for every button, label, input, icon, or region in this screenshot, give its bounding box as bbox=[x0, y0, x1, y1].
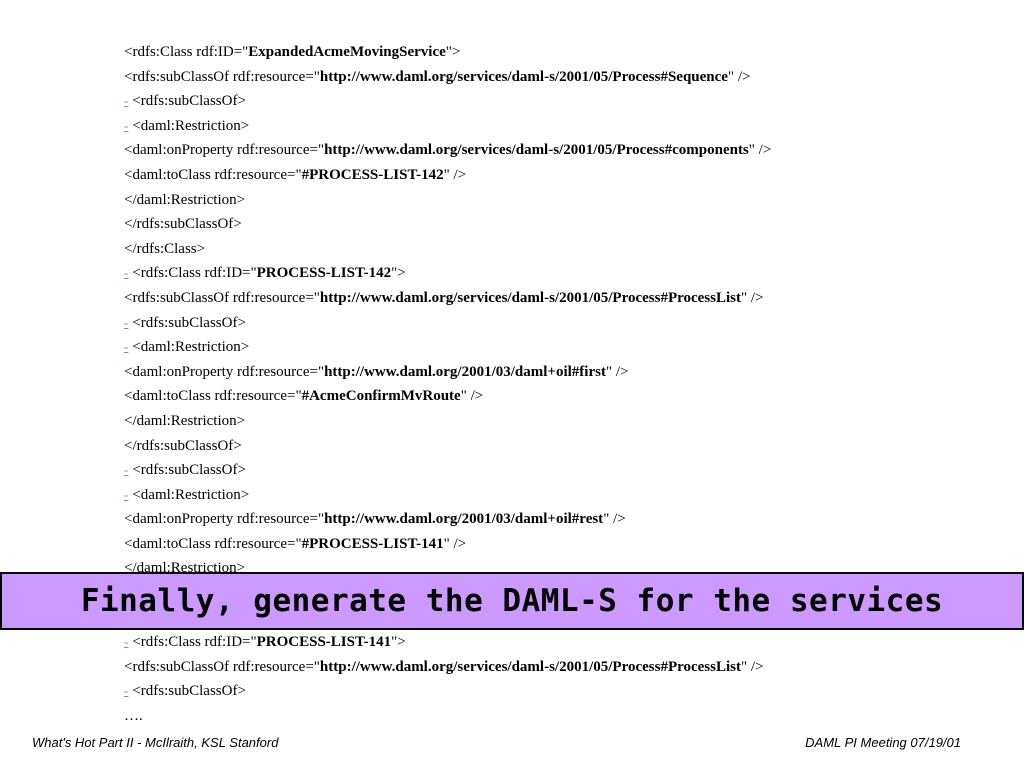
collapse-toggle[interactable]: - bbox=[124, 339, 129, 355]
code-text: <daml:onProperty rdf:resource=" bbox=[124, 142, 325, 159]
collapse-toggle[interactable]: - bbox=[124, 634, 129, 650]
code-text-end: " /> bbox=[443, 535, 467, 552]
code-text: <rdfs:subClassOf rdf:resource=" bbox=[124, 289, 320, 306]
code-line: <daml:onProperty rdf:resource="http://ww… bbox=[124, 360, 771, 385]
code-line: …. bbox=[124, 704, 771, 729]
code-line: <daml:toClass rdf:resource="#PROCESS-LIS… bbox=[124, 163, 771, 188]
code-text: <rdfs:subClassOf> bbox=[132, 462, 246, 479]
collapse-toggle[interactable]: - bbox=[124, 117, 129, 133]
code-line: -<daml:Restriction> bbox=[124, 483, 771, 508]
footer-right: DAML PI Meeting 07/19/01 bbox=[805, 735, 961, 750]
code-text: <daml:toClass rdf:resource=" bbox=[124, 388, 302, 405]
code-value: #PROCESS-LIST-141 bbox=[301, 535, 444, 552]
code-text: <rdfs:subClassOf> bbox=[132, 314, 246, 331]
code-text-end: "> bbox=[391, 265, 406, 282]
code-text: <rdfs:subClassOf rdf:resource=" bbox=[124, 658, 320, 675]
code-text: </rdfs:subClassOf> bbox=[124, 437, 242, 454]
collapse-toggle[interactable]: - bbox=[124, 265, 129, 281]
code-line: <rdfs:subClassOf rdf:resource="http://ww… bbox=[124, 655, 771, 680]
code-value: PROCESS-LIST-141 bbox=[256, 634, 392, 651]
code-line: </daml:Restriction> bbox=[124, 409, 771, 434]
code-text-end: " /> bbox=[727, 68, 751, 85]
code-text: <rdfs:Class rdf:ID=" bbox=[132, 634, 257, 651]
code-line: <rdfs:subClassOf rdf:resource="http://ww… bbox=[124, 286, 771, 311]
code-line: </rdfs:subClassOf> bbox=[124, 212, 771, 237]
code-text-end: " /> bbox=[605, 363, 629, 380]
code-line: -<daml:Restriction> bbox=[124, 335, 771, 360]
code-value: http://www.daml.org/2001/03/daml+oil#fir… bbox=[324, 363, 606, 380]
code-text: <daml:toClass rdf:resource=" bbox=[124, 535, 302, 552]
code-line: <daml:onProperty rdf:resource="http://ww… bbox=[124, 507, 771, 532]
banner-text: Finally, generate the DAML-S for the ser… bbox=[80, 583, 944, 619]
code-text: <daml:Restriction> bbox=[132, 117, 250, 134]
code-text: <daml:Restriction> bbox=[132, 339, 250, 356]
code-line: </rdfs:Class> bbox=[124, 237, 771, 262]
code-value: http://www.daml.org/2001/03/daml+oil#res… bbox=[324, 511, 604, 528]
code-value: PROCESS-LIST-142 bbox=[256, 265, 392, 282]
code-text-end: " /> bbox=[460, 388, 484, 405]
title-banner: Finally, generate the DAML-S for the ser… bbox=[0, 572, 1024, 630]
code-text: <daml:toClass rdf:resource=" bbox=[124, 166, 302, 183]
code-text-end: "> bbox=[391, 634, 406, 651]
collapse-toggle[interactable]: - bbox=[124, 462, 129, 478]
code-text-end: " /> bbox=[748, 142, 772, 159]
code-line: -<rdfs:Class rdf:ID="PROCESS-LIST-141"> bbox=[124, 630, 771, 655]
collapse-toggle[interactable]: - bbox=[124, 93, 129, 109]
code-text-end: " /> bbox=[741, 289, 764, 306]
code-text: </daml:Restriction> bbox=[124, 412, 246, 429]
code-text: </rdfs:subClassOf> bbox=[124, 216, 242, 233]
code-text-end: "> bbox=[445, 44, 461, 60]
code-line: <daml:onProperty rdf:resource="http://ww… bbox=[124, 138, 771, 163]
code-text: …. bbox=[124, 708, 143, 725]
code-value: http://www.daml.org/services/daml-s/2001… bbox=[324, 142, 749, 159]
code-text-end: " /> bbox=[443, 166, 467, 183]
code-value: http://www.daml.org/services/daml-s/2001… bbox=[319, 289, 741, 306]
code-text: <rdfs:Class rdf:ID=" bbox=[132, 265, 257, 282]
code-text: </rdfs:Class> bbox=[124, 240, 206, 257]
code-value: ExpandedAcmeMovingService bbox=[248, 44, 446, 60]
code-line: -<rdfs:subClassOf> bbox=[124, 311, 771, 336]
code-text: <daml:Restriction> bbox=[132, 486, 250, 503]
code-text: <daml:onProperty rdf:resource=" bbox=[124, 363, 325, 380]
code-text-end: " /> bbox=[603, 511, 626, 528]
collapse-toggle[interactable]: - bbox=[124, 486, 129, 502]
footer-left: What's Hot Part II - McIlraith, KSL Stan… bbox=[32, 735, 279, 750]
code-line: -<daml:Restriction> bbox=[124, 114, 771, 139]
code-line: -<rdfs:subClassOf> bbox=[124, 679, 771, 704]
code-line: <rdfs:Class rdf:ID="ExpandedAcmeMovingSe… bbox=[124, 40, 771, 65]
code-line: <daml:toClass rdf:resource="#PROCESS-LIS… bbox=[124, 532, 771, 557]
code-line: <rdfs:subClassOf rdf:resource="http://ww… bbox=[124, 65, 771, 90]
code-text: <rdfs:Class rdf:ID=" bbox=[124, 44, 249, 60]
code-text: <rdfs:subClassOf> bbox=[132, 683, 246, 700]
code-value: http://www.daml.org/services/daml-s/2001… bbox=[319, 68, 728, 85]
code-text: <daml:onProperty rdf:resource=" bbox=[124, 511, 325, 528]
code-value: #PROCESS-LIST-142 bbox=[301, 166, 444, 183]
code-text: <rdfs:subClassOf> bbox=[132, 93, 246, 110]
code-line: -<rdfs:subClassOf> bbox=[124, 89, 771, 114]
code-text: </daml:Restriction> bbox=[124, 191, 246, 208]
code-line: -<rdfs:subClassOf> bbox=[124, 458, 771, 483]
code-line: -<rdfs:Class rdf:ID="PROCESS-LIST-142"> bbox=[124, 261, 771, 286]
code-line: </daml:Restriction> bbox=[124, 188, 771, 213]
code-text-end: " /> bbox=[741, 658, 764, 675]
code-value: #AcmeConfirmMvRoute bbox=[301, 388, 461, 405]
code-line: </rdfs:subClassOf> bbox=[124, 434, 771, 459]
code-line: <daml:toClass rdf:resource="#AcmeConfirm… bbox=[124, 384, 771, 409]
code-text: <rdfs:subClassOf rdf:resource=" bbox=[124, 68, 320, 85]
collapse-toggle[interactable]: - bbox=[124, 683, 129, 699]
code-value: http://www.daml.org/services/daml-s/2001… bbox=[319, 658, 741, 675]
collapse-toggle[interactable]: - bbox=[124, 314, 129, 330]
